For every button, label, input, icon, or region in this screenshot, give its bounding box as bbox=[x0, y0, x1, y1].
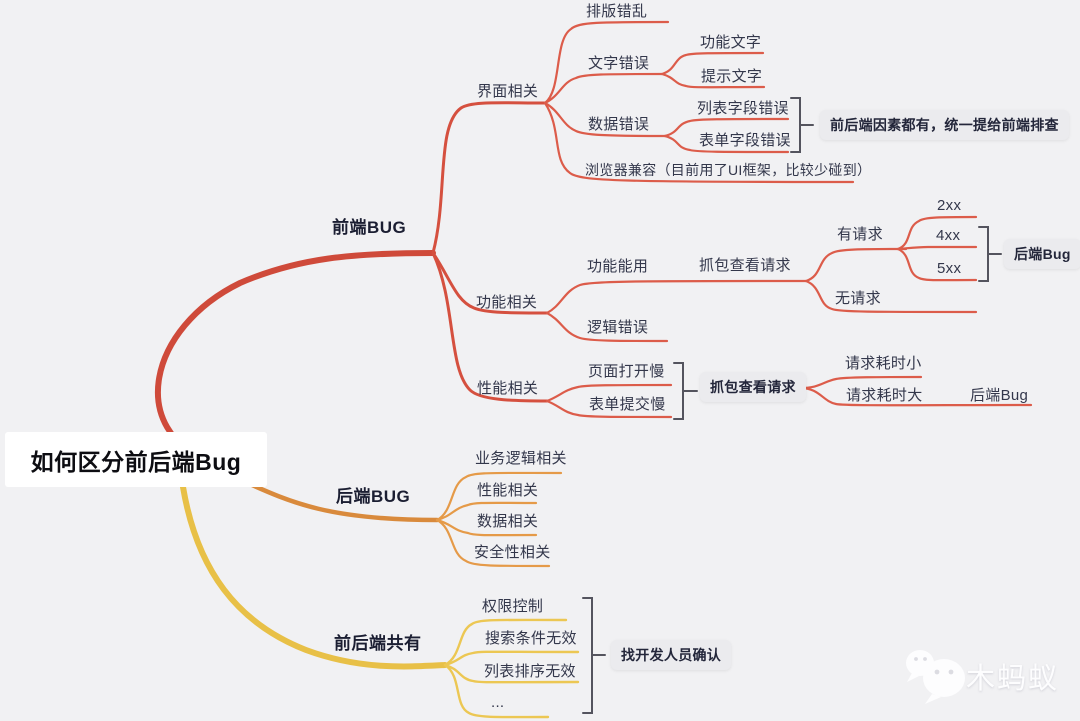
edge-no-request bbox=[804, 279, 978, 314]
node-shared: 前后端共有 bbox=[334, 634, 422, 653]
node-5xx: 5xx bbox=[937, 260, 962, 277]
edge-request-time-large bbox=[798, 386, 1033, 407]
root-node: 如何区分前后端Bug bbox=[5, 432, 267, 487]
note-ask-developer: 找开发人员确认 bbox=[611, 640, 732, 670]
node-layout-mess: 排版错乱 bbox=[586, 3, 648, 20]
node-has-request: 有请求 bbox=[837, 226, 883, 243]
shared-leaf-branches bbox=[443, 618, 580, 719]
node-backend-bug: 后端BUG bbox=[336, 487, 411, 506]
edge-data-related bbox=[435, 518, 538, 537]
brackets bbox=[582, 97, 1002, 714]
node-function-usable: 功能能用 bbox=[587, 258, 649, 275]
note-backend-bug: 后端Bug bbox=[1004, 239, 1080, 269]
node-no-request: 无请求 bbox=[835, 290, 881, 307]
watermark-text: 木蚂蚁 bbox=[966, 663, 1060, 695]
node-capture-request-1: 抓包查看请求 bbox=[699, 257, 791, 274]
bracket-data-error-icon bbox=[790, 97, 814, 153]
wechat-bubbles-icon bbox=[906, 650, 965, 704]
node-data-related: 数据相关 bbox=[477, 513, 539, 530]
edge-backend-performance bbox=[435, 501, 538, 522]
bracket-performance-icon bbox=[673, 362, 698, 420]
edge-text-error bbox=[543, 72, 664, 105]
node-browser-compat: 浏览器兼容（目前用了UI框架，比较少碰到） bbox=[585, 162, 872, 178]
edge-ellipsis bbox=[443, 663, 550, 719]
edge-root-shared bbox=[180, 484, 448, 670]
node-backend-performance: 性能相关 bbox=[477, 482, 539, 499]
node-permission-control: 权限控制 bbox=[482, 598, 544, 615]
node-frontend-bug: 前端BUG bbox=[332, 218, 407, 237]
node-hint-text: 提示文字 bbox=[701, 68, 763, 85]
frontend-level2-branches bbox=[431, 101, 549, 403]
edge-form-submit-slow bbox=[545, 399, 673, 419]
edge-layout-mess bbox=[543, 20, 670, 105]
edge-5xx bbox=[896, 247, 978, 282]
edge-4xx bbox=[896, 245, 978, 251]
node-function-related: 功能相关 bbox=[476, 294, 538, 311]
level1-branches bbox=[154, 250, 448, 670]
node-ui-related: 界面相关 bbox=[477, 83, 539, 100]
edge-permission-control bbox=[443, 618, 568, 667]
edge-function-usable bbox=[545, 279, 808, 315]
node-2xx: 2xx bbox=[937, 197, 962, 214]
edge-browser-compat bbox=[543, 101, 855, 184]
edge-2xx bbox=[896, 215, 978, 251]
node-security-related: 安全性相关 bbox=[474, 544, 551, 561]
edge-sort-invalid bbox=[443, 663, 580, 684]
edge-data-error bbox=[543, 101, 667, 138]
node-form-field-error: 表单字段错误 bbox=[699, 132, 791, 149]
node-page-slow: 页面打开慢 bbox=[588, 363, 665, 380]
edge-frontend-function bbox=[431, 251, 549, 315]
edge-function-text bbox=[660, 51, 765, 76]
bracket-shared-icon bbox=[582, 597, 606, 714]
node-list-field-error: 列表字段错误 bbox=[697, 100, 789, 117]
edge-form-field-error bbox=[663, 134, 790, 154]
edge-hint-text bbox=[660, 72, 766, 89]
node-logic-error: 逻辑错误 bbox=[587, 319, 649, 336]
edge-frontend-performance bbox=[431, 251, 549, 403]
edge-has-request bbox=[804, 247, 908, 283]
note-capture-request-2: 抓包查看请求 bbox=[700, 372, 806, 402]
frontend-leaf-branches bbox=[543, 20, 1033, 419]
edge-page-slow bbox=[545, 383, 673, 403]
node-performance-related: 性能相关 bbox=[477, 380, 539, 397]
node-function-text: 功能文字 bbox=[700, 34, 762, 51]
node-data-error: 数据错误 bbox=[588, 116, 650, 133]
node-search-invalid: 搜索条件无效 bbox=[485, 630, 577, 647]
edge-list-field-error bbox=[663, 117, 790, 138]
note-report-to-frontend: 前后端因素都有，统一提给前端排查 bbox=[820, 110, 1069, 140]
edge-request-time-small bbox=[798, 375, 923, 390]
node-backend-bug-plain: 后端Bug bbox=[970, 387, 1029, 404]
edge-business-logic bbox=[435, 471, 563, 522]
bracket-status-codes-icon bbox=[978, 226, 1002, 282]
backend-leaf-branches bbox=[435, 471, 563, 568]
node-text-error: 文字错误 bbox=[588, 55, 650, 72]
edge-search-invalid bbox=[443, 650, 580, 667]
node-request-time-large: 请求耗时大 bbox=[846, 387, 923, 404]
edge-root-frontend bbox=[154, 250, 436, 466]
edge-security-related bbox=[435, 518, 551, 568]
node-sort-invalid: 列表排序无效 bbox=[484, 663, 576, 680]
node-form-submit-slow: 表单提交慢 bbox=[589, 396, 666, 413]
edge-root-backend bbox=[240, 478, 440, 523]
edge-frontend-ui bbox=[431, 101, 547, 255]
node-business-logic: 业务逻辑相关 bbox=[475, 450, 567, 467]
node-4xx: 4xx bbox=[936, 227, 961, 244]
edge-logic-error bbox=[545, 311, 669, 343]
node-ellipsis: ... bbox=[491, 694, 505, 711]
node-request-time-small: 请求耗时小 bbox=[845, 355, 922, 372]
